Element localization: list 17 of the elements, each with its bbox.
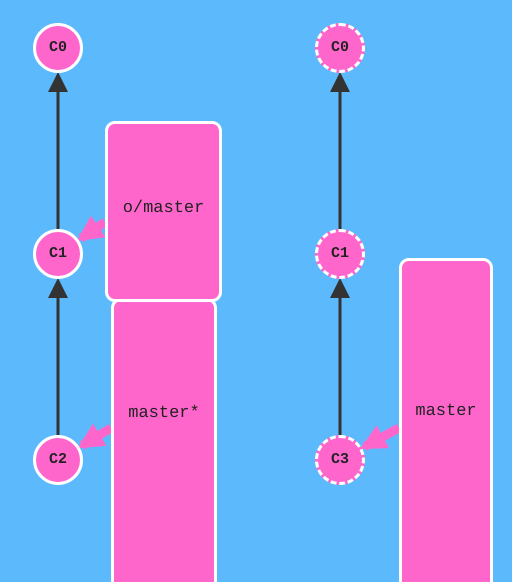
branch-label: o/master: [122, 198, 206, 220]
branch-box: [105, 121, 222, 302]
branch-box: [399, 258, 493, 582]
commit-label: C0: [48, 38, 67, 58]
arrow: [78, 424, 114, 450]
arrow: [48, 278, 68, 435]
arrow: [330, 278, 350, 435]
branch-label: master: [414, 401, 478, 423]
commit-label: C3: [330, 450, 349, 470]
arrow: [48, 72, 68, 229]
commit-label: C1: [330, 244, 349, 264]
commit-label: C2: [48, 450, 67, 470]
arrow: [360, 424, 402, 451]
commit-label: C0: [330, 38, 349, 58]
branch-label: master*: [127, 403, 201, 425]
commit-label: C1: [48, 244, 67, 264]
arrow: [330, 72, 350, 229]
